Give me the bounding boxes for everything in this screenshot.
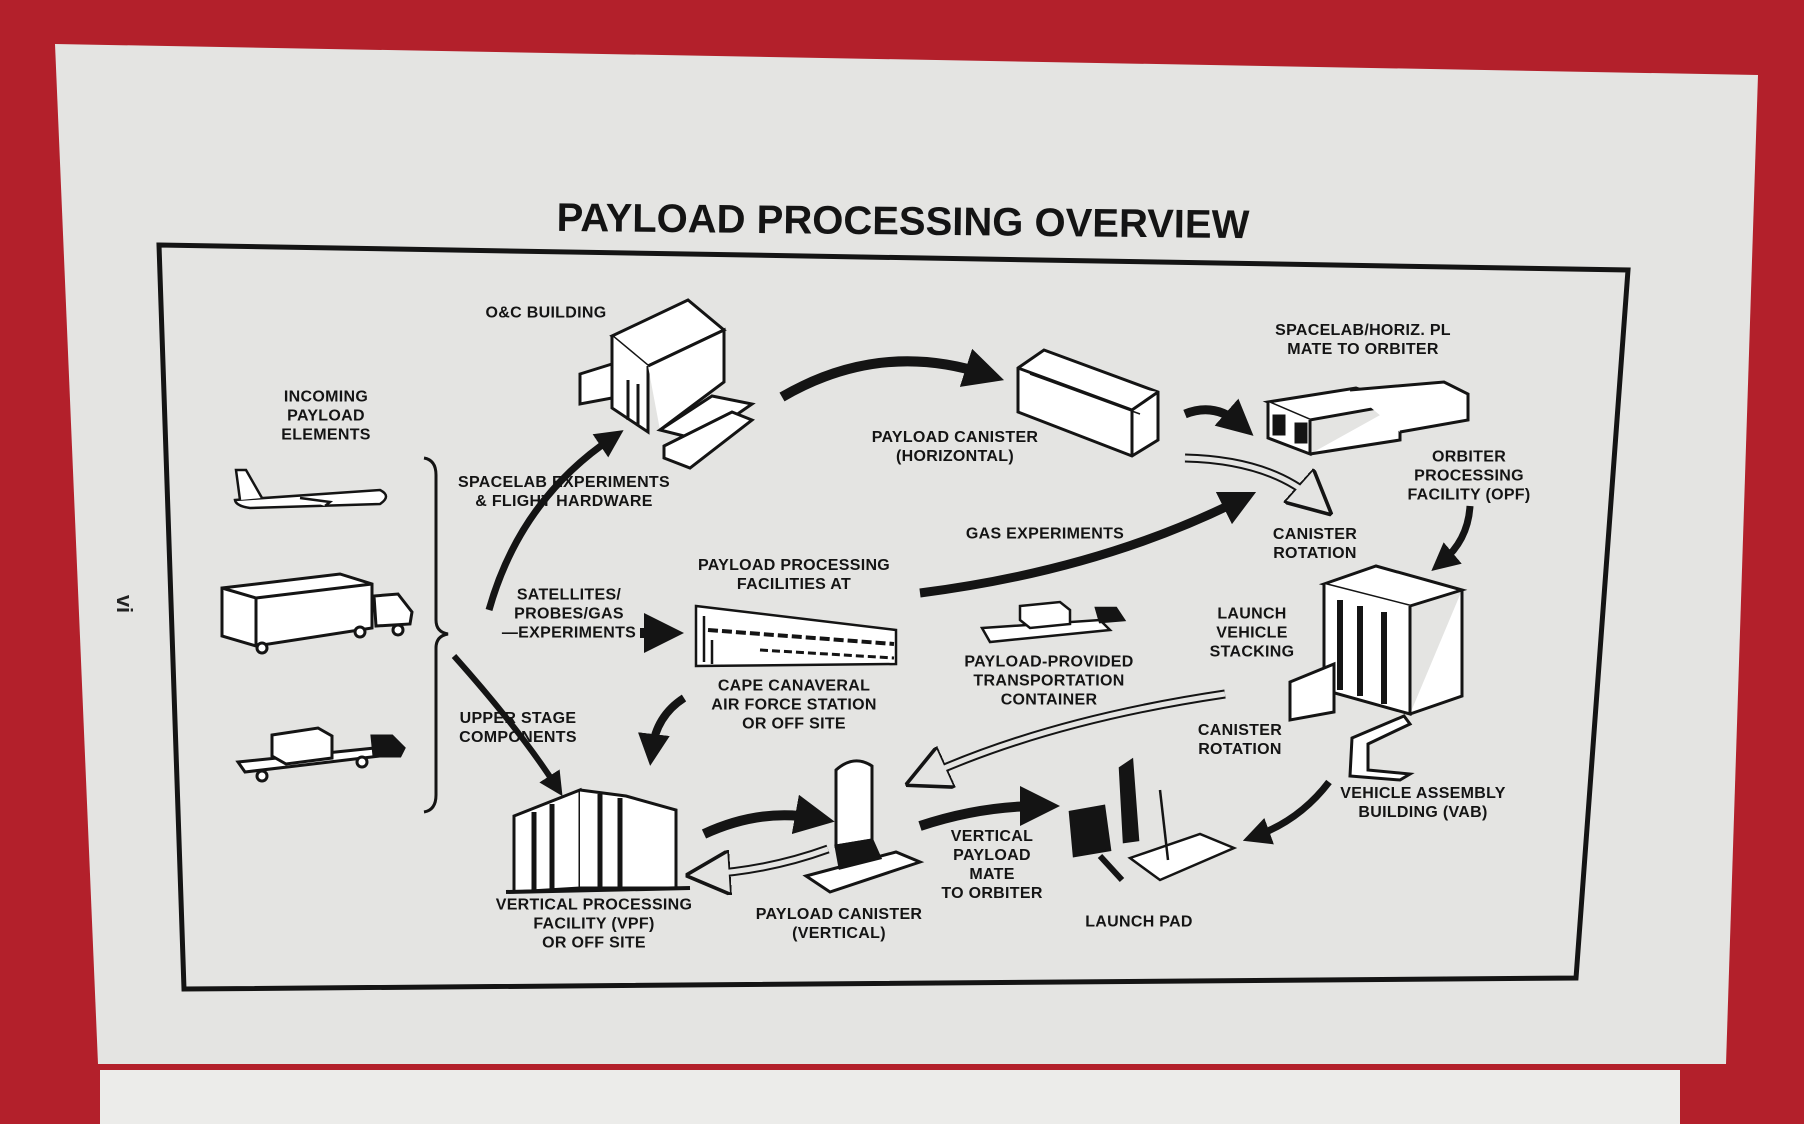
label-launch-vehicle-stacking: LAUNCH VEHICLE STACKING (1209, 605, 1295, 661)
label-incoming-payload: INCOMING PAYLOAD ELEMENTS (281, 388, 371, 444)
vab-building-icon (1288, 564, 1468, 782)
arrow-canister-to-opf (1183, 398, 1254, 436)
label-transport-container: PAYLOAD-PROVIDED TRANSPORTATION CONTAINE… (964, 653, 1134, 709)
truck-icon (220, 572, 414, 655)
page-paper (55, 44, 1758, 1064)
next-page-edge (100, 1070, 1680, 1124)
arrow-opf-to-vab (1431, 505, 1474, 572)
flow-arrows (451, 348, 1474, 877)
label-canister-rotation-2: CANISTER ROTATION (1197, 722, 1283, 758)
flatbed-truck-icon (235, 726, 406, 783)
arrow-ppf-to-opf (919, 491, 1257, 598)
transport-container-icon (979, 600, 1127, 644)
label-spacelab-mate: SPACELAB/HORIZ. PL MATE TO ORBITER (1275, 322, 1451, 358)
arrow-ppf-to-vpf (637, 694, 687, 766)
arrow-vpf-to-canister-v (701, 794, 835, 839)
opf-building-icon (1262, 380, 1470, 457)
arrow-upper-stage-to-vpf (451, 654, 563, 797)
launch-pad-icon (1068, 757, 1238, 883)
oc-building-icon (578, 298, 756, 470)
label-gas-experiments: GAS EXPERIMENTS (965, 525, 1125, 543)
incoming-bracket (423, 456, 449, 814)
arrow-to-oc-building (485, 430, 624, 611)
label-upper-stage: UPPER STAGE COMPONENTS (459, 710, 577, 746)
canister-horizontal-icon (1016, 348, 1160, 458)
arrow-vab-to-pad (1242, 779, 1332, 845)
diagram-frame (156, 242, 1631, 992)
label-spacelab-experiments: SPACELAB EXPERIMENTS & FLIGHT HARDWARE (458, 474, 670, 510)
label-canister-horizontal: PAYLOAD CANISTER (HORIZONTAL) (871, 429, 1039, 465)
label-vertical-mate: VERTICAL PAYLOAD MATE TO ORBITER (941, 828, 1043, 902)
label-vpf: VERTICAL PROCESSING FACILITY (VPF) OR OF… (495, 896, 693, 952)
ppf-facility-icon (694, 604, 898, 668)
canister-vertical-icon (802, 759, 925, 894)
arrow-vab-to-canister-v-inner (924, 691, 1226, 779)
label-launch-pad: LAUNCH PAD (1085, 913, 1193, 931)
arrow-canister-v-to-vpf-inner (707, 846, 829, 877)
page-number: vi (112, 594, 137, 614)
label-canister-vertical: PAYLOAD CANISTER (VERTICAL) (755, 906, 923, 942)
label-oc-building: O&C BUILDING (485, 304, 607, 322)
arrow-canister-v-to-pad (918, 786, 1060, 831)
arrow-oc-to-canister-h (779, 348, 1005, 402)
label-cape-canaveral: CAPE CANAVERAL AIR FORCE STATION OR OFF … (711, 677, 877, 733)
label-opf: ORBITER PROCESSING FACILITY (OPF) (1407, 448, 1531, 504)
vpf-building-icon (505, 787, 691, 894)
label-canister-rotation-1: CANISTER ROTATION (1272, 526, 1358, 562)
arrow-canister-rotation-inner (1184, 455, 1317, 502)
diagram-title: PAYLOAD PROCESSING OVERVIEW (556, 195, 1250, 248)
airplane-icon (233, 468, 388, 510)
label-satellites: SATELLITES/ PROBES/GAS —EXPERIMENTS (501, 586, 637, 642)
label-ppf: PAYLOAD PROCESSING FACILITIES AT (697, 557, 891, 593)
label-vab: VEHICLE ASSEMBLY BUILDING (VAB) (1340, 785, 1506, 821)
